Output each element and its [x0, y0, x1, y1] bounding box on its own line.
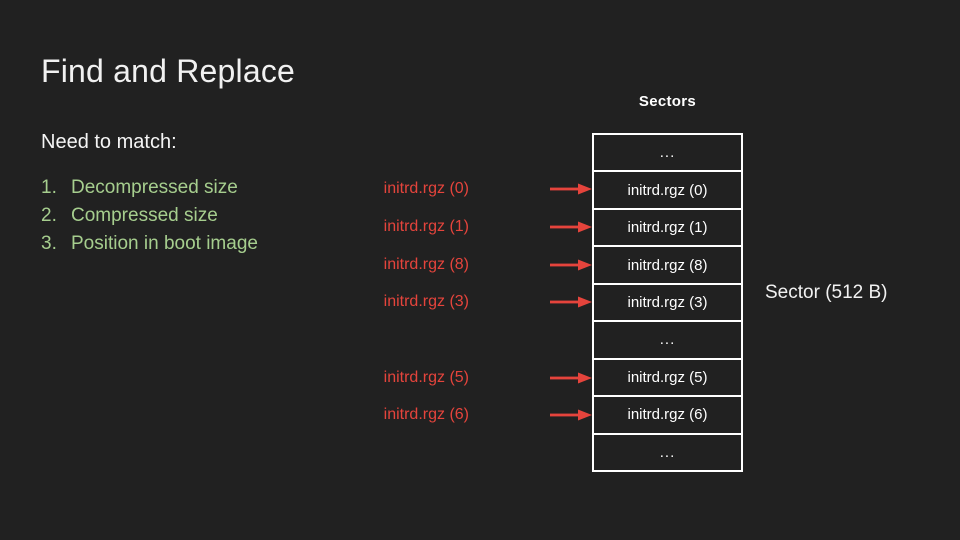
arrow-right-icon — [550, 183, 592, 195]
sector-table: ...initrd.rgz (0)initrd.rgz (1)initrd.rg… — [592, 133, 743, 472]
annotation-row: initrd.rgz (0) — [0, 171, 592, 209]
list-item-label: Decompressed size — [71, 177, 238, 198]
list-item-number: 3. — [41, 233, 57, 254]
annotation-label: initrd.rgz (0) — [383, 180, 469, 198]
sector-row: initrd.rgz (3) — [594, 284, 741, 323]
arrow-right-icon — [550, 409, 592, 421]
annotation-label: initrd.rgz (1) — [383, 218, 469, 236]
arrow-right-icon — [550, 221, 592, 233]
list-item: 2. Compressed size — [41, 202, 371, 230]
arrow-right-icon — [550, 259, 592, 271]
list-item: 3. Position in boot image — [41, 230, 371, 258]
sector-size-caption: Sector (512 B) — [765, 282, 888, 303]
sectors-heading: Sectors — [638, 93, 697, 110]
list-item-number: 1. — [41, 177, 57, 198]
sector-row: initrd.rgz (6) — [594, 397, 741, 435]
annotation-layer: initrd.rgz (0) initrd.rgz (1) initrd.rgz (… — [0, 133, 592, 472]
subtitle-need-to-match: Need to match: — [41, 131, 177, 153]
sector-row-ellipsis: ... — [594, 434, 741, 470]
list-item-label: Compressed size — [71, 205, 218, 226]
annotation-row: initrd.rgz (1) — [0, 208, 592, 246]
match-requirements-list: 1. Decompressed size 2. Compressed size 3. Po… — [41, 174, 371, 258]
annotation-label: initrd.rgz (5) — [383, 368, 469, 386]
sector-row: initrd.rgz (0) — [594, 172, 741, 210]
annotation-row: initrd.rgz (8) — [0, 246, 592, 284]
sector-row-ellipsis: ... — [594, 322, 741, 360]
page-title: Find and Replace — [41, 53, 296, 89]
annotation-label: initrd.rgz (6) — [383, 406, 469, 424]
annotation-row: initrd.rgz (6) — [0, 397, 592, 435]
annotation-label: initrd.rgz (3) — [383, 293, 469, 311]
list-item-label: Position in boot image — [71, 233, 258, 254]
arrow-right-icon — [550, 296, 592, 308]
sector-row: initrd.rgz (5) — [594, 359, 741, 398]
annotation-label: initrd.rgz (8) — [383, 255, 469, 273]
sector-row-ellipsis: ... — [594, 135, 741, 173]
annotation-row: initrd.rgz (5) — [0, 359, 592, 397]
annotation-row: initrd.rgz (3) — [0, 284, 592, 322]
sector-row: initrd.rgz (1) — [594, 209, 741, 248]
sector-row: initrd.rgz (8) — [594, 247, 741, 285]
list-item: 1. Decompressed size — [41, 174, 371, 202]
arrow-right-icon — [550, 372, 592, 384]
list-item-number: 2. — [41, 205, 57, 226]
